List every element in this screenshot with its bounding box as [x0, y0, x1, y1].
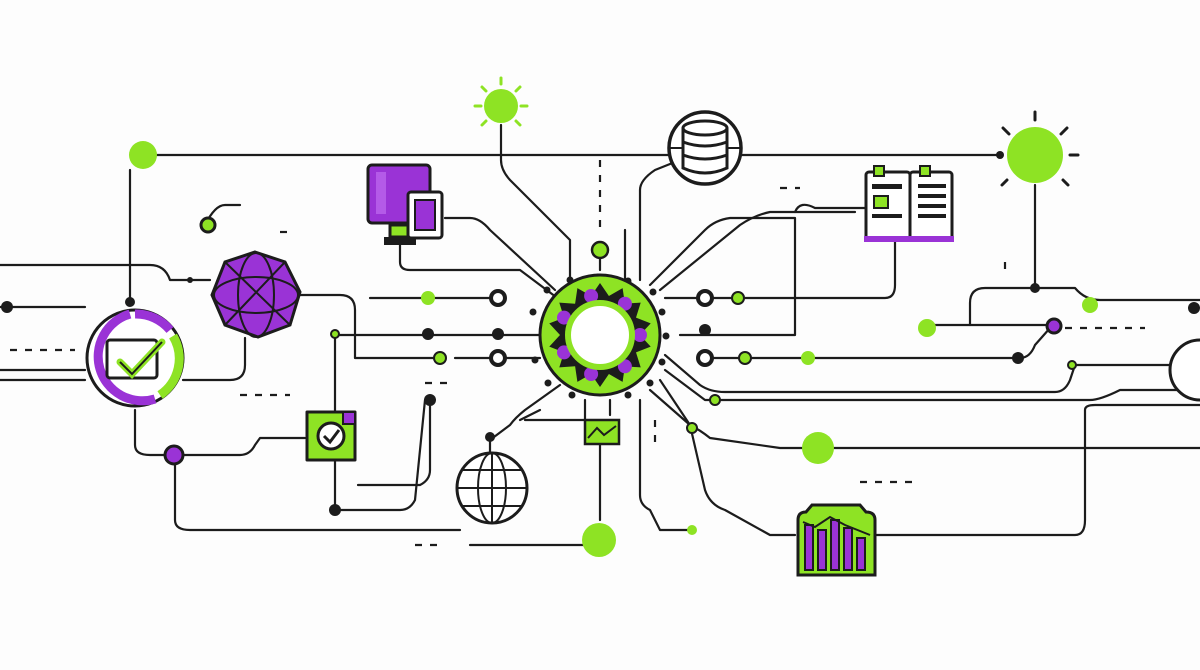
- gear-petal: [557, 345, 571, 360]
- nodes: [1, 141, 1200, 557]
- database-globe-icon: [667, 110, 743, 186]
- document-book-icon: [864, 165, 954, 242]
- line-chart-icon: [583, 418, 621, 446]
- sun-icon: [1000, 110, 1080, 187]
- central-gear-icon: [538, 240, 662, 397]
- globe-icon: [455, 451, 529, 525]
- gear-petal: [584, 289, 599, 303]
- gear-petal: [617, 296, 632, 311]
- check-badge-icon: [85, 308, 185, 408]
- polyhedron-icon: [210, 250, 302, 339]
- gear-petal: [633, 328, 647, 342]
- monitor-icon: [366, 163, 444, 245]
- bar-chart-icon: [796, 503, 877, 577]
- sun-icon: [473, 76, 529, 127]
- gear-petal: [584, 367, 599, 381]
- gear-petal: [617, 359, 632, 374]
- checkbox-icon: [305, 410, 357, 462]
- gear-petal: [557, 310, 571, 325]
